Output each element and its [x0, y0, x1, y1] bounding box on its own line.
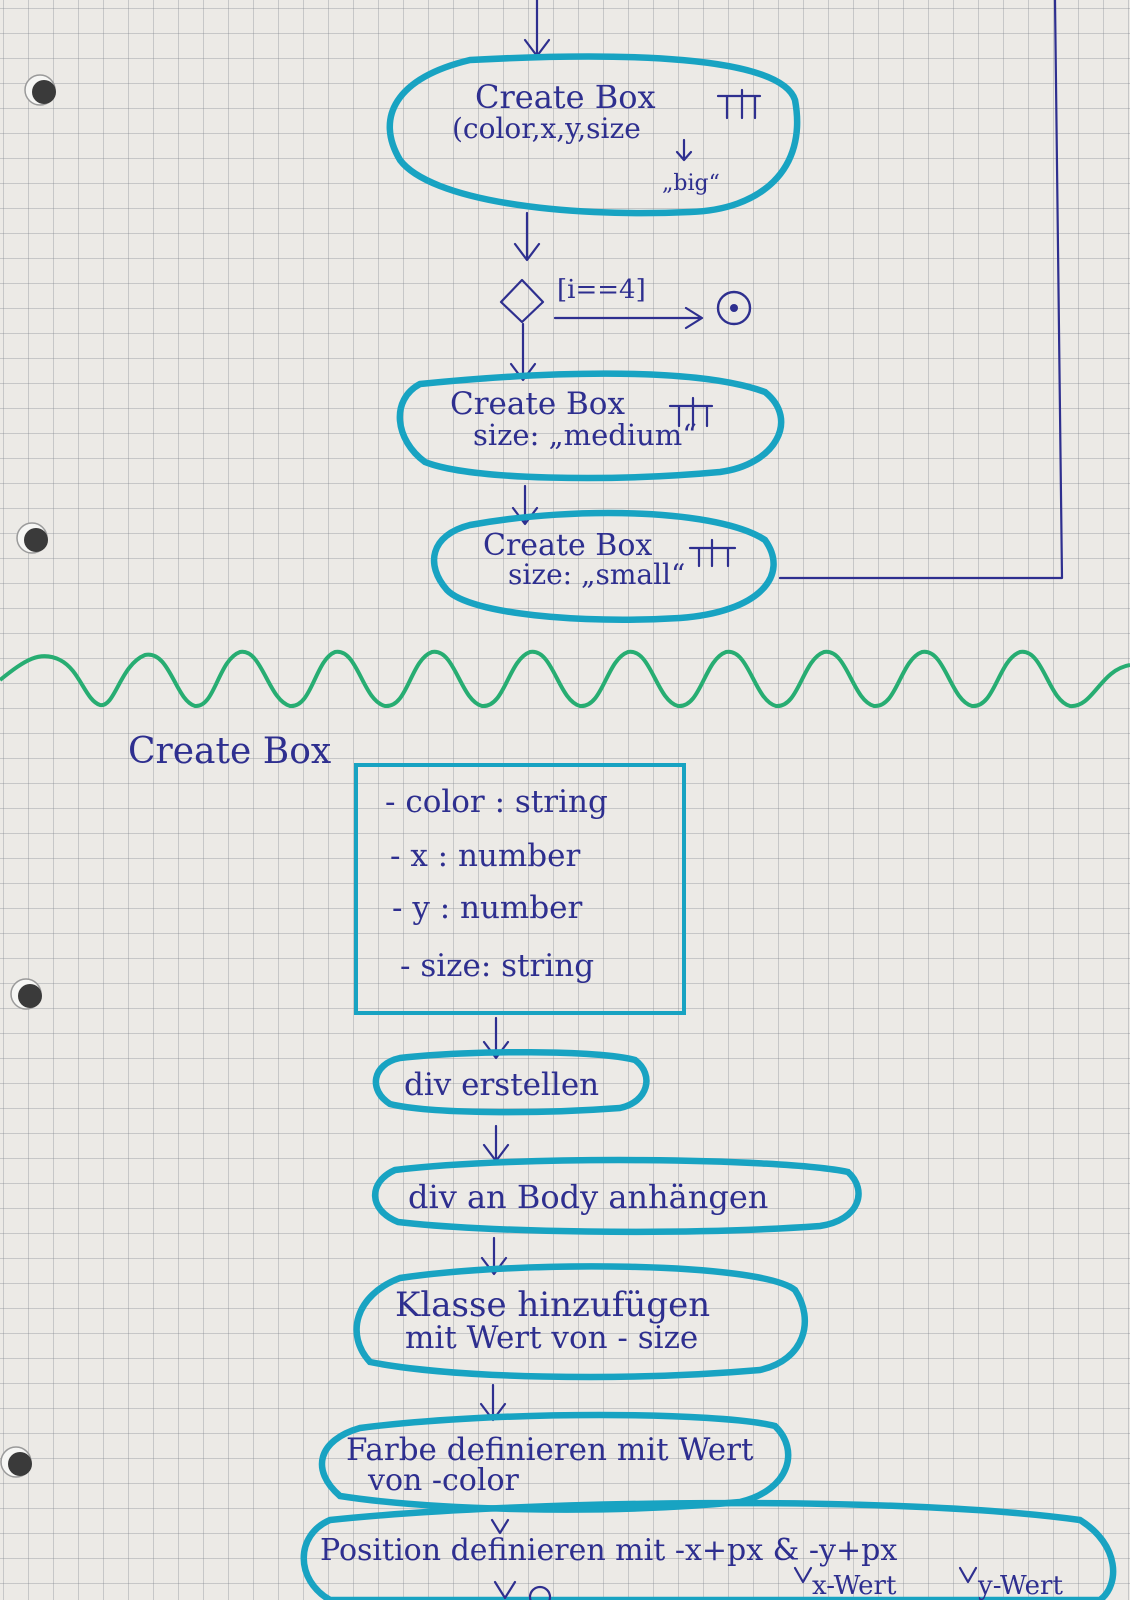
- step-div-erstellen: div erstellen: [372, 1049, 650, 1116]
- step-label: Position definieren mit -x+px & -y+px: [320, 1533, 897, 1568]
- fork-bar-icon: [716, 88, 762, 120]
- step-label: Klasse hinzufügen: [395, 1285, 710, 1325]
- step-div-an-body: div an Body anhängen: [371, 1156, 862, 1236]
- y-value-note: y-Wert: [977, 1571, 1063, 1600]
- arrow-icon: [513, 211, 541, 262]
- node-label: size: „small“: [508, 558, 685, 591]
- arrow-icon: [482, 1124, 510, 1163]
- node-arg: „big“: [662, 171, 720, 196]
- x-value-note: x-Wert: [812, 1571, 897, 1600]
- class-attribute: - y : number: [392, 890, 583, 926]
- node-create-box-small: Create Box size: „small“: [430, 509, 777, 623]
- final-node-icon: [528, 1585, 552, 1600]
- step-label: Farbe definieren mit Wert: [346, 1432, 754, 1468]
- wavy-divider: [0, 649, 1130, 708]
- arrow-icon: [523, 0, 551, 58]
- step-position-definieren: Position definieren mit -x+px & -y+px x-…: [300, 1499, 1117, 1600]
- arrow-icon: [793, 1566, 813, 1584]
- node-create-box-big: Create Box (color,x,y,size „big“: [386, 53, 801, 217]
- punch-hole-shadow: [24, 528, 48, 552]
- fork-bar-icon: [668, 396, 714, 428]
- node-label: (color,x,y,size: [452, 112, 641, 145]
- node-label: Create Box: [475, 78, 656, 116]
- step-label: div erstellen: [404, 1067, 599, 1103]
- punch-hole-shadow: [8, 1452, 32, 1476]
- arrow-icon: [958, 1566, 978, 1584]
- arrow-icon: [553, 306, 704, 330]
- class-title: Create Box: [128, 731, 331, 772]
- punch-hole-shadow: [18, 984, 42, 1008]
- arrow-icon: [675, 138, 693, 162]
- step-label: von -color: [367, 1463, 520, 1498]
- step-farbe-definieren: Farbe definieren mit Wert von -color: [318, 1411, 792, 1513]
- arrow-icon: [490, 1518, 510, 1535]
- node-label: size: „medium“: [473, 418, 697, 452]
- punch-holes: [0, 74, 56, 1478]
- class-attribute: - x : number: [390, 838, 580, 874]
- punch-hole-shadow: [32, 80, 56, 104]
- diamond-icon: [499, 278, 545, 324]
- final-node-icon: [716, 290, 752, 326]
- loop-back-edge: [778, 0, 1064, 580]
- step-label: div an Body anhängen: [408, 1178, 768, 1216]
- class-attribute: - color : string: [385, 784, 608, 820]
- node-create-box-medium: Create Box size: „medium“: [396, 370, 785, 482]
- class-attribute-box: - color : string - x : number - y : numb…: [354, 763, 686, 1015]
- node-label: Create Box: [450, 386, 625, 422]
- class-attribute: - size: string: [400, 948, 594, 984]
- arrow-icon: [493, 1580, 517, 1600]
- step-label: mit Wert von - size: [405, 1320, 698, 1356]
- step-klasse-hinzufuegen: Klasse hinzufügen mit Wert von - size: [353, 1263, 809, 1381]
- fork-bar-icon: [688, 538, 737, 568]
- decision-node: [i==4]: [499, 275, 752, 330]
- arrow-icon: [509, 322, 537, 382]
- node-label: Create Box: [483, 528, 652, 563]
- decision-guard: [i==4]: [557, 275, 646, 305]
